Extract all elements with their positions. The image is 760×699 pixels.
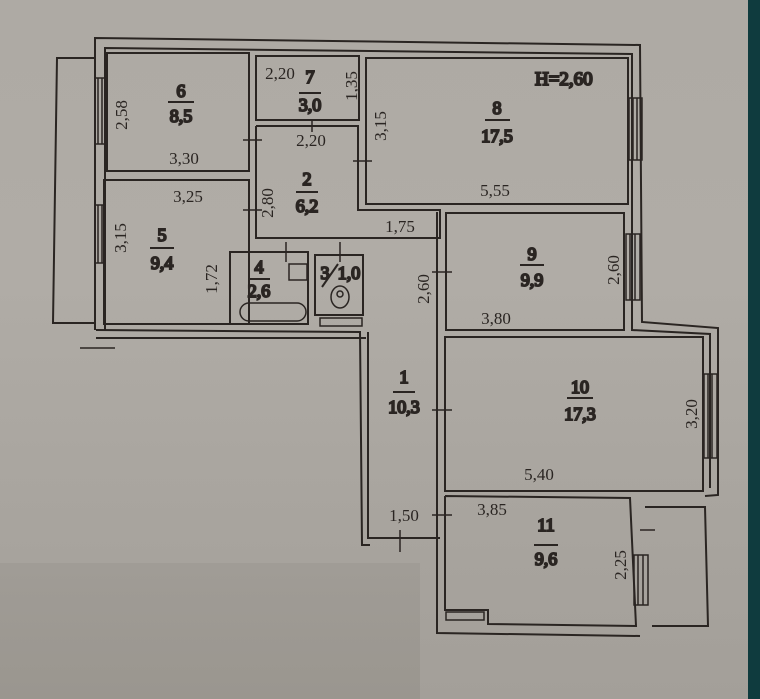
room-area: 10,3 <box>388 397 420 417</box>
room-number: 3 <box>321 263 330 283</box>
room-label-11: 11 9,6 <box>534 514 559 570</box>
balcony-right <box>645 506 710 627</box>
room-label-2: 2 6,2 <box>295 168 320 217</box>
room-number: 4 <box>255 257 264 277</box>
room-area: 6,2 <box>296 196 319 216</box>
dim-label: 3,80 <box>481 309 511 328</box>
room-number: 1 <box>400 367 409 387</box>
room-number: 8 <box>493 98 502 118</box>
dim-label: 1,35 <box>342 71 361 101</box>
room-label-9: 9 9,9 <box>520 243 545 291</box>
room-label-1: 1 10,3 <box>387 366 421 418</box>
room-label-6: 6 8,5 <box>168 80 194 127</box>
room-area: 8,5 <box>170 106 193 126</box>
room-label-10: 10 17,3 <box>563 376 597 425</box>
radiator-icon-2 <box>445 611 485 621</box>
dim-label: 2,60 <box>414 274 433 304</box>
room-number: 10 <box>571 377 589 397</box>
dim-label: 5,55 <box>480 181 510 200</box>
sink-icon <box>288 263 308 281</box>
dim-label: 2,20 <box>296 131 326 150</box>
room-area: 17,3 <box>564 404 596 424</box>
dim-label: 3,30 <box>169 149 199 168</box>
room-area: 2,6 <box>248 281 271 301</box>
room-number: 2 <box>303 169 312 189</box>
room-number: 5 <box>158 225 167 245</box>
dim-label: 3,25 <box>173 187 203 206</box>
dim-label: 3,15 <box>371 111 390 141</box>
room-7-outline <box>255 55 360 121</box>
door-markers <box>80 120 655 552</box>
room-area: 9,9 <box>521 270 544 290</box>
screen-edge <box>748 0 760 699</box>
dim-label: 2,60 <box>604 255 623 285</box>
room-number: 7 <box>306 67 315 87</box>
bathtub-icon <box>239 302 307 322</box>
dim-label: 2,58 <box>112 100 131 130</box>
toilet-icon <box>330 285 350 309</box>
room-11-outer <box>436 496 641 637</box>
radiator-icon <box>319 317 363 327</box>
room-area: 1,0 <box>338 263 361 283</box>
room-area: 17,5 <box>481 126 513 146</box>
room-area: 9,6 <box>535 549 558 569</box>
dim-label: 3,20 <box>682 399 701 429</box>
room-10-outline <box>444 336 704 492</box>
dim-label: 3,85 <box>477 500 507 519</box>
room-label-3: 3 1,0 <box>320 262 361 288</box>
room-11-outline <box>444 495 638 628</box>
room-4-outline <box>229 251 309 325</box>
room-label-5: 5 9,4 <box>150 224 175 274</box>
room-area: 3,0 <box>299 95 322 115</box>
room-area: 9,4 <box>151 253 174 273</box>
room-label-4: 4 2,6 <box>247 256 272 302</box>
dim-label: 5,40 <box>524 465 554 484</box>
windows <box>94 77 718 606</box>
room-labels: 6 8,5 7 3,0 8 17,5 2 6,2 5 9,4 4 2,6 <box>150 66 597 570</box>
paper-shadow <box>0 563 420 699</box>
room-number: 6 <box>177 81 186 101</box>
dim-label: 2,25 <box>611 550 630 580</box>
dimension-labels: 2,58 3,30 2,20 1,35 2,20 2,80 3,15 5,55 … <box>111 64 701 580</box>
room-label-8: 8 17,5 <box>480 97 514 147</box>
room-number: 11 <box>537 515 554 535</box>
room-3-outline <box>314 254 364 316</box>
balcony-left <box>51 57 95 324</box>
dim-label: 1,72 <box>202 264 221 294</box>
dim-label: 2,80 <box>258 188 277 218</box>
dim-label: 2,20 <box>265 64 295 83</box>
dim-label: 3,15 <box>111 223 130 253</box>
room-label-7: 7 3,0 <box>298 66 323 116</box>
room-number: 9 <box>528 244 537 264</box>
room-2-outline <box>255 125 441 239</box>
dim-label: 1,75 <box>385 217 415 236</box>
room-6-outline <box>106 52 250 172</box>
room-8-outline <box>365 57 629 205</box>
bathroom-fixtures <box>239 263 485 621</box>
corridor-walls <box>95 212 440 546</box>
dim-label: 1,50 <box>389 506 419 525</box>
ceiling-height-label: H=2,60 <box>535 69 593 90</box>
